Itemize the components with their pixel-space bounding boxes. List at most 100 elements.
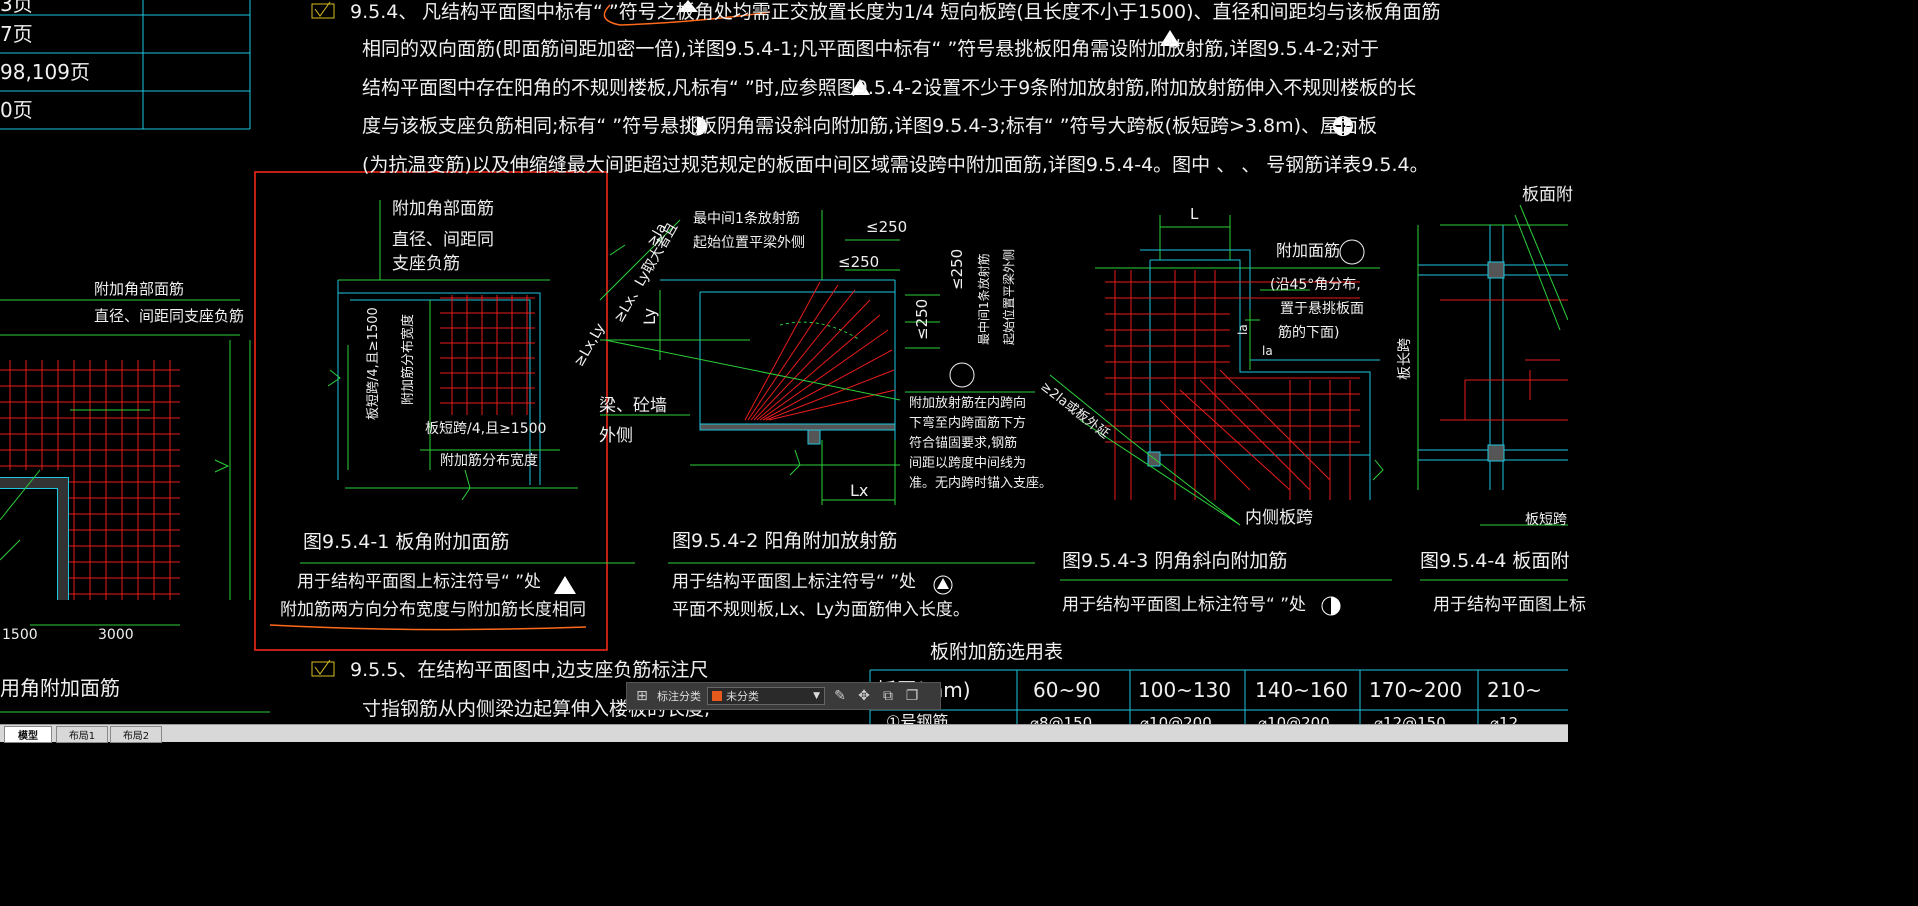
triangle-symbol-2: [850, 79, 870, 95]
fig2-dim: ≤250: [866, 218, 908, 236]
grid-icon[interactable]: ⊞: [636, 688, 648, 704]
triangle-symbol-3: [1160, 30, 1180, 46]
fig2-outside: 外侧: [599, 426, 633, 446]
fig3-note: (沿45°角分布,: [1270, 277, 1361, 293]
para-line: (为抗温变筋)以及伸缩缝最大间距超过规范规定的板面中间区域需设跨中附加面筋,详图…: [362, 154, 1429, 176]
para-line: 相同的双向面筋(即面筋间距加密一倍),详图9.5.4-1;凡平面图中标有“ ”符…: [362, 38, 1380, 60]
fig2-label: 起始位置平梁外侧: [693, 235, 805, 251]
fig2-dim: ≤250: [913, 298, 931, 340]
para-line: 9.5.5、在结构平面图中,边支座负筋标注尺: [350, 659, 709, 681]
fig4-drawing: [1417, 204, 1568, 581]
fig2-note: 下弯至内跨面筋下方: [909, 416, 1027, 431]
fig3-la: la: [1262, 344, 1273, 358]
fig1-note: 用于结构平面图上标注符号“ ”处: [297, 572, 542, 592]
half-circle-symbol: [1331, 597, 1340, 615]
chevron-down-icon: ▼: [813, 691, 820, 701]
fig3-drawing: [1049, 215, 1392, 581]
tab-layout2[interactable]: 布局2: [110, 726, 162, 743]
fig3-L: L: [1190, 205, 1199, 223]
triangle-symbol-4: [554, 576, 576, 594]
fig1-title: 图9.5.4-1 板角附加面筋: [303, 531, 510, 553]
fig2-lx: Lx: [850, 481, 869, 500]
fig3-inner: 内侧板跨: [1245, 508, 1313, 528]
fig1-label: 直径、间距同: [392, 230, 494, 250]
fig2-beam: 梁、砼墙: [599, 396, 667, 416]
para-checkbox-marks: [311, 1, 335, 677]
fig3-title: 图9.5.4-3 阴角斜向附加筋: [1062, 550, 1288, 572]
para-line: 凡结构平面图中标有“ ”符号之板角处均需正交放置长度为1/4 短向板跨(且长度不…: [422, 1, 1441, 23]
annotation-toolbar: ⊞ 标注分类 未分类 ▼ ✎ ✥ ⧉ ❐: [626, 682, 941, 710]
fig1-vert-dim: 板短跨/4,且≥1500: [366, 307, 381, 420]
annotation-category-value: 未分类: [726, 690, 759, 703]
top-table-row: 0页: [0, 98, 33, 122]
left-caption: 用角附加面筋: [0, 676, 120, 700]
table-col-header: 170~200: [1369, 678, 1463, 702]
fig2-drawing: [599, 210, 1035, 564]
fig1-label: 附加角部面筋: [392, 199, 494, 219]
left-dim: 1500: [2, 627, 38, 643]
table-title: 板附加筋选用表: [930, 641, 1064, 663]
top-table-row: 98,109页: [0, 60, 90, 84]
fig1-drawing: [254, 171, 635, 651]
para-line: 寸指钢筋从内侧梁边起算伸入楼板的长度,: [362, 698, 711, 720]
copy-icon[interactable]: ⧉: [883, 688, 893, 704]
fig2-note: 准。无内跨时锚入支座。: [909, 476, 1053, 491]
fig1-vert-dim: 附加筋分布宽度: [401, 313, 416, 405]
annotation-category-label: 标注分类: [657, 690, 701, 703]
fig2-side: 起始位置平梁外侧: [1002, 248, 1016, 345]
fig3-la: la: [1236, 324, 1250, 335]
left-label: 直径、间距同支座负筋: [94, 307, 245, 325]
fig1-highlight-frame: [254, 171, 608, 651]
fig2-dim: ≤250: [948, 248, 966, 290]
fig2-side: 最中间1条放射筋: [977, 253, 991, 345]
fig4-bottom: 板短跨: [1525, 512, 1567, 528]
handwritten-marks: [269, 4, 771, 631]
move-icon[interactable]: ✥: [858, 688, 870, 704]
fig3-caption: 用于结构平面图上标注符号“ ”处: [1062, 595, 1307, 615]
fig3-note: 置于悬挑板面: [1280, 301, 1364, 317]
table-col-header: 140~160: [1255, 678, 1349, 702]
fig2-label: 最中间1条放射筋: [693, 211, 800, 227]
fig1-horiz-dim: 附加筋分布宽度: [440, 453, 538, 469]
fig3-note: 筋的下面): [1278, 325, 1340, 341]
radial-symbol: [937, 578, 949, 589]
para-line: 结构平面图中存在阳角的不规则楼板,凡标有“ ”时,应参照图9.5.4-2设置不少…: [362, 77, 1417, 99]
fig4-caption: 用于结构平面图上标: [1433, 595, 1586, 615]
para-number: 9.5.4、: [350, 1, 418, 23]
fig2-dim: ≤250: [838, 253, 880, 271]
annotation-category-select[interactable]: 未分类 ▼: [707, 687, 825, 705]
fig2-caption: 用于结构平面图上标注符号“ ”处: [672, 572, 917, 592]
fig2-note: 附加放射筋在内跨向: [909, 396, 1027, 411]
table-col-header: 100~130: [1138, 678, 1232, 702]
fig1-horiz-dim: 板短跨/4,且≥1500: [425, 421, 547, 437]
left-dim: 3000: [98, 627, 134, 643]
fig4-top: 板面附: [1522, 185, 1573, 205]
fig2-title: 图9.5.4-2 阳角附加放射筋: [672, 530, 898, 552]
fig2-ly: Ly: [640, 308, 659, 325]
edit-icon[interactable]: ✎: [834, 688, 846, 704]
top-table-grid: [0, 0, 251, 130]
table-col-header: 210~: [1487, 678, 1542, 702]
para-line: 度与该板支座负筋相同;标有“ ”符号悬挑板阴角需设斜向附加筋,详图9.5.4-3…: [362, 115, 1378, 137]
color-swatch: [712, 691, 722, 701]
top-table-row: 3页: [0, 0, 33, 16]
top-table-row: 7页: [0, 22, 33, 46]
fig4-title: 图9.5.4-4 板面附: [1420, 550, 1570, 572]
cad-drawing[interactable]: [0, 0, 1568, 741]
fig2-note: 间距以跨度中间线为: [909, 456, 1027, 471]
tab-layout1[interactable]: 布局1: [56, 726, 108, 743]
paste-icon[interactable]: ❐: [905, 688, 919, 704]
left-label: 附加角部面筋: [94, 280, 185, 298]
tab-model[interactable]: 模型: [4, 726, 52, 743]
left-figure: [0, 299, 270, 713]
fig1-label: 支座负筋: [392, 254, 460, 274]
table-col-header: 60~90: [1033, 678, 1101, 702]
symbols: [554, 0, 1353, 616]
bottom-table-grid: [869, 669, 1568, 724]
layout-tab-bar: 模型 布局1 布局2: [0, 724, 1568, 743]
fig3-label: 附加面筋: [1276, 241, 1341, 260]
fig4-side: 板长跨: [1397, 338, 1413, 380]
triangle-symbol-1: [678, 0, 698, 12]
fig1-note: 附加筋两方向分布宽度与附加筋长度相同: [280, 600, 586, 620]
fig2-note: 符合锚固要求,钢筋: [909, 436, 1018, 451]
